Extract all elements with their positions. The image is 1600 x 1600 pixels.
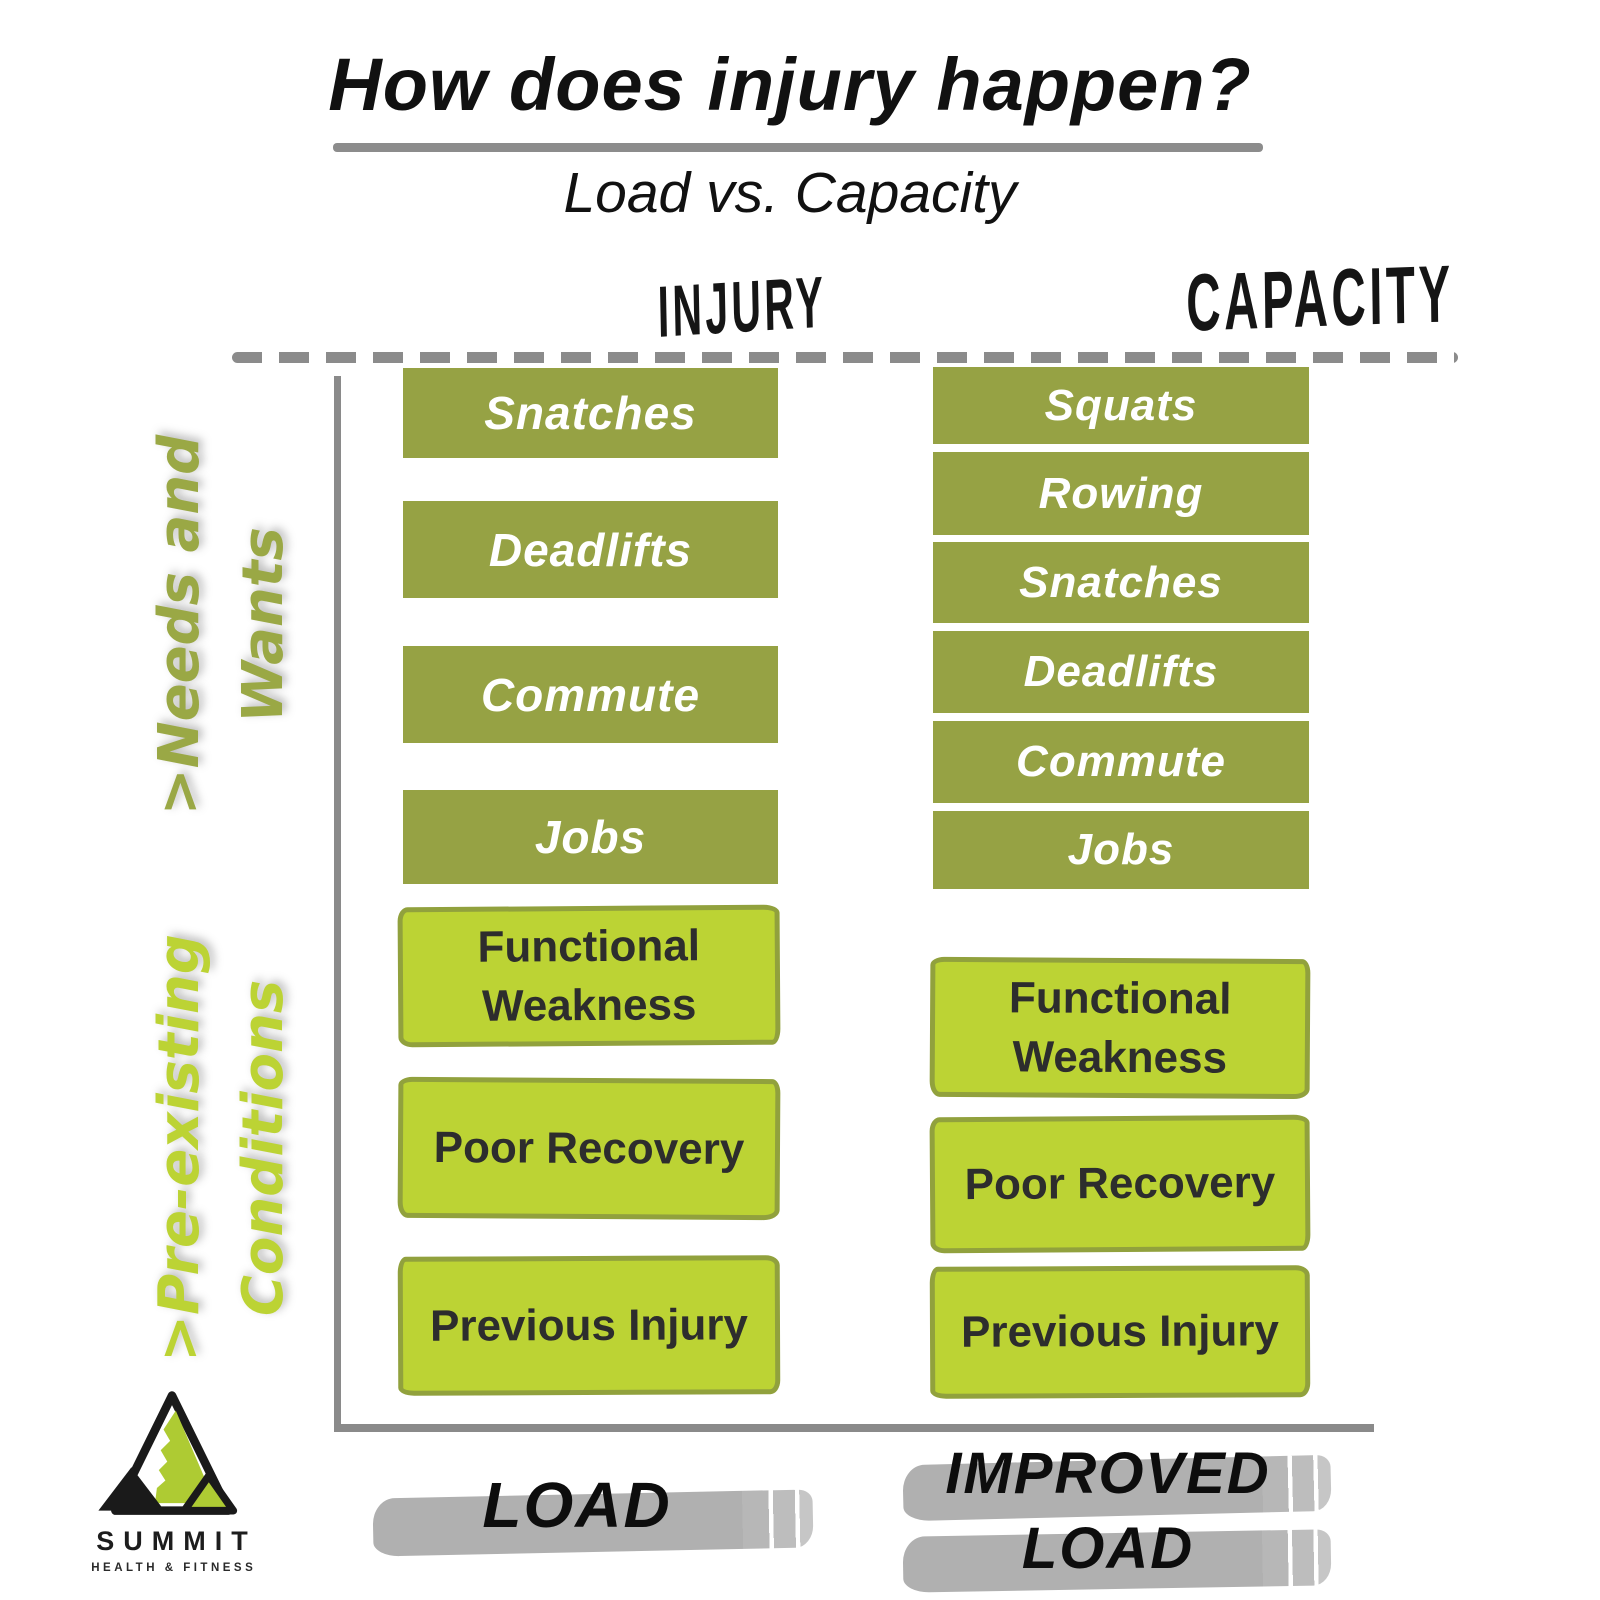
y-axis-line bbox=[334, 376, 341, 1428]
side-label-pre-existing: >Pre-existing Conditions bbox=[138, 934, 306, 1362]
capacity-x-label-line2: LOAD bbox=[1021, 1516, 1195, 1582]
title-underline bbox=[333, 143, 1263, 152]
page-subtitle: Load vs. Capacity bbox=[563, 161, 1017, 225]
injury-load-bar: Jobs bbox=[403, 790, 778, 884]
side-label-needs-wants: >Needs and Wants bbox=[138, 435, 306, 815]
capacity-load-bar: Squats bbox=[933, 367, 1309, 444]
capacity-load-bar: Commute bbox=[933, 721, 1309, 803]
capacity-load-bar: Jobs bbox=[933, 811, 1309, 889]
capacity-condition-box: Previous Injury bbox=[929, 1265, 1311, 1399]
capacity-load-bar: Snatches bbox=[933, 542, 1309, 623]
injury-x-label: LOAD bbox=[482, 1469, 672, 1541]
injury-load-bar: Commute bbox=[403, 646, 778, 743]
injury-load-bar: Deadlifts bbox=[403, 501, 778, 598]
summit-logo: SUMMIT HEALTH & FITNESS bbox=[82, 1388, 262, 1574]
capacity-column-header: CAPACITY bbox=[1185, 249, 1455, 349]
x-axis-line bbox=[334, 1424, 1374, 1432]
injury-column-header: INJURY bbox=[656, 261, 828, 353]
side-label-needs-line1: >Needs and bbox=[147, 434, 212, 816]
capacity-load-bar: Rowing bbox=[933, 452, 1309, 535]
injury-load-bar: Snatches bbox=[403, 368, 778, 458]
capacity-condition-box: Functional Weakness bbox=[929, 956, 1311, 1100]
page-title: How does injury happen? bbox=[328, 43, 1252, 126]
injury-condition-box: Functional Weakness bbox=[397, 904, 781, 1048]
mountain-logo-icon bbox=[98, 1391, 238, 1515]
injury-condition-box: Previous Injury bbox=[397, 1255, 781, 1396]
capacity-x-label-line1: IMPROVED bbox=[945, 1441, 1271, 1506]
capacity-condition-box: Poor Recovery bbox=[929, 1114, 1311, 1254]
side-label-pre-line2: Conditions bbox=[231, 979, 296, 1317]
injury-condition-box: Poor Recovery bbox=[397, 1076, 781, 1221]
injury-threshold-dashed-line bbox=[232, 352, 1458, 363]
capacity-x-label: IMPROVED LOAD bbox=[903, 1436, 1313, 1587]
logo-name: SUMMIT bbox=[96, 1526, 257, 1556]
side-label-needs-line2: Wants bbox=[231, 527, 296, 723]
side-label-pre-line1: >Pre-existing bbox=[147, 934, 212, 1362]
logo-tagline: HEALTH & FITNESS bbox=[91, 1562, 257, 1574]
capacity-load-bar: Deadlifts bbox=[933, 631, 1309, 713]
